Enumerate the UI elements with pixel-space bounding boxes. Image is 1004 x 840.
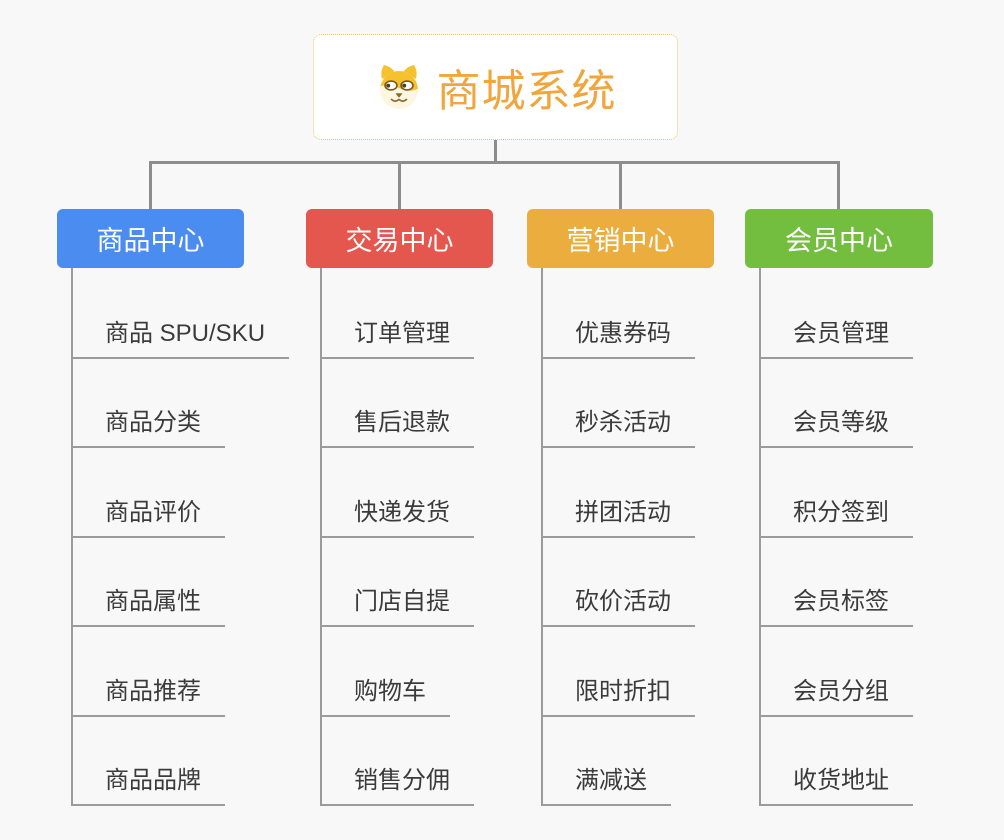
leaf-node[interactable]: 商品推荐	[71, 671, 225, 717]
leaf-node[interactable]: 秒杀活动	[541, 402, 695, 448]
leaf-node[interactable]: 商品属性	[71, 581, 225, 627]
branch-marketing-center: 营销中心 优惠券码 秒杀活动 拼团活动 砍价活动 限时折扣 满减送	[527, 209, 714, 819]
leaf-node[interactable]: 订单管理	[320, 313, 474, 359]
leaf-node[interactable]: 拼团活动	[541, 492, 695, 538]
leaf-node[interactable]: 门店自提	[320, 581, 474, 627]
node-trade-center[interactable]: 交易中心	[306, 209, 493, 268]
branch-product-center: 商品中心 商品 SPU/SKU 商品分类 商品评价 商品属性 商品推荐 商品品牌	[57, 209, 290, 819]
root-node-mall-system[interactable]: 商城系统	[313, 34, 678, 140]
leaf-node[interactable]: 会员标签	[759, 581, 913, 627]
leaf-node[interactable]: 会员分组	[759, 671, 913, 717]
connector-bus	[149, 161, 840, 164]
node-marketing-center[interactable]: 营销中心	[527, 209, 714, 268]
leaf-node[interactable]: 快递发货	[320, 492, 474, 538]
connector-drop-member	[837, 161, 840, 209]
leaf-node[interactable]: 收货地址	[759, 760, 913, 806]
leaf-node[interactable]: 商品 SPU/SKU	[71, 313, 290, 359]
leaf-node[interactable]: 砍价活动	[541, 581, 695, 627]
connector-drop-trade	[398, 161, 401, 209]
leaf-node[interactable]: 会员等级	[759, 402, 913, 448]
connector-root-trunk	[494, 140, 497, 164]
connector-drop-product	[149, 161, 152, 209]
leaf-node[interactable]: 销售分佣	[320, 760, 474, 806]
shiba-dog-icon	[379, 65, 418, 109]
leaf-node[interactable]: 售后退款	[320, 402, 474, 448]
leaf-node[interactable]: 积分签到	[759, 492, 913, 538]
leaf-node[interactable]: 商品分类	[71, 402, 225, 448]
branch-trade-center: 交易中心 订单管理 售后退款 快递发货 门店自提 购物车 销售分佣	[306, 209, 493, 819]
leaf-node[interactable]: 满减送	[541, 760, 671, 806]
leaf-node[interactable]: 限时折扣	[541, 671, 695, 717]
leaf-node[interactable]: 会员管理	[759, 313, 913, 359]
leaf-node[interactable]: 商品评价	[71, 492, 225, 538]
leaf-node[interactable]: 购物车	[320, 671, 450, 717]
leaf-node[interactable]: 优惠券码	[541, 313, 695, 359]
branch-member-center: 会员中心 会员管理 会员等级 积分签到 会员标签 会员分组 收货地址	[745, 209, 933, 819]
leaf-node[interactable]: 商品品牌	[71, 760, 225, 806]
connector-drop-marketing	[619, 161, 622, 209]
node-member-center[interactable]: 会员中心	[745, 209, 933, 268]
node-product-center[interactable]: 商品中心	[57, 209, 244, 268]
root-title: 商城系统	[436, 67, 617, 116]
